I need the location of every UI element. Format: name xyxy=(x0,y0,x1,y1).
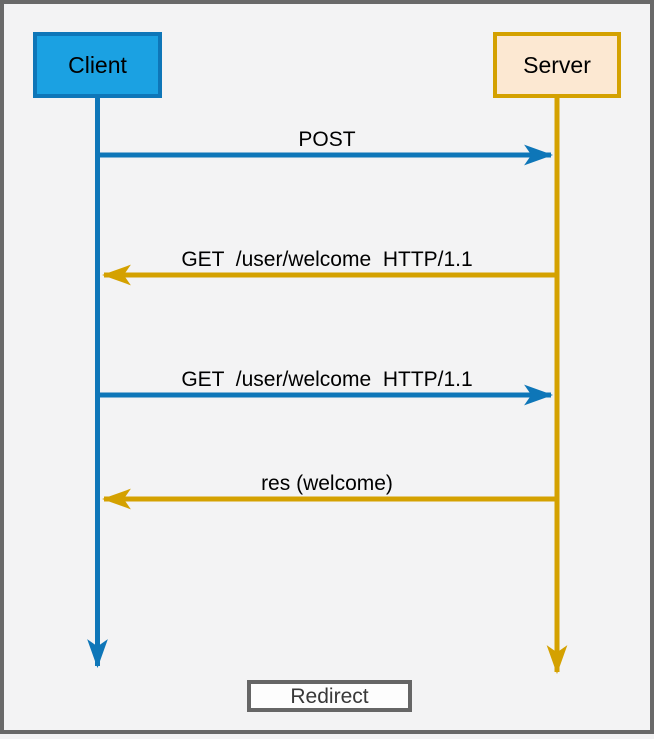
server-box xyxy=(493,32,621,98)
message-post-label: POST xyxy=(298,128,355,151)
client-label: Client xyxy=(68,52,127,78)
message-post: POST xyxy=(98,128,554,166)
server-label: Server xyxy=(523,52,591,78)
redirect-label: Redirect xyxy=(290,685,368,708)
message-get-response: GET /user/welcome HTTP/1.1 xyxy=(101,248,557,286)
message-res-welcome-label: res (welcome) xyxy=(261,472,393,495)
client-box xyxy=(33,32,162,98)
message-get-request-label: GET /user/welcome HTTP/1.1 xyxy=(181,368,472,391)
message-get-response-label: GET /user/welcome HTTP/1.1 xyxy=(181,248,472,271)
actor-client: Client xyxy=(33,32,162,98)
redirect-box xyxy=(247,680,412,712)
message-get-request: GET /user/welcome HTTP/1.1 xyxy=(98,368,554,406)
redirect-footer: Redirect xyxy=(247,680,412,712)
actor-server: Server xyxy=(493,32,621,98)
message-res-welcome: res (welcome) xyxy=(101,472,557,510)
